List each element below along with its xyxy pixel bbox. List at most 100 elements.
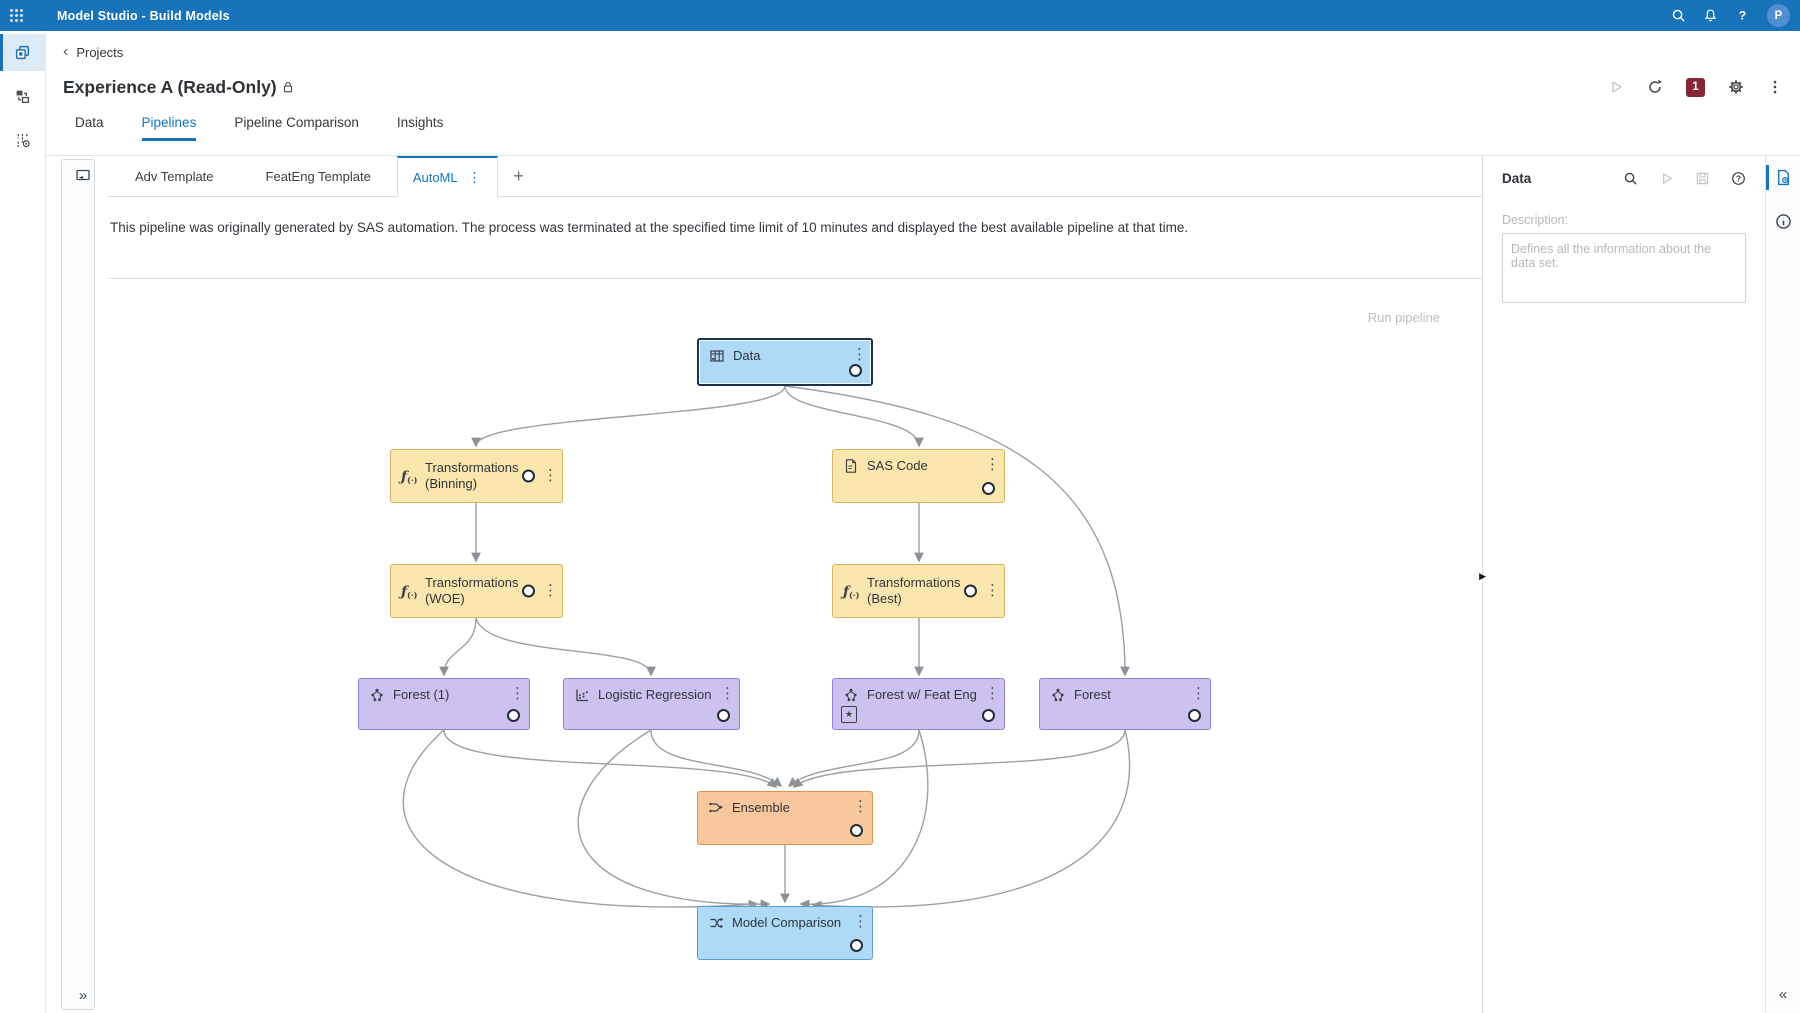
gear-icon[interactable] [1728, 79, 1744, 95]
node-data[interactable]: Data ⋮ [697, 338, 873, 386]
description-input[interactable] [1502, 233, 1746, 303]
node-label: Transformations(WOE) [425, 575, 519, 606]
node-label: Logistic Regression [598, 687, 712, 703]
node-forest-1[interactable]: Forest (1)⋮ [358, 678, 530, 730]
node-trans-binning[interactable]: ƒ(·)Transformations(Binning)⋮ [390, 449, 563, 503]
table-icon [709, 348, 725, 364]
node-trans-best[interactable]: ƒ(·) Transformations(Best) ⋮ [832, 564, 1005, 618]
node-forest-feat-eng[interactable]: Forest w/ Feat Eng⋮★ [832, 678, 1005, 730]
kebab-icon[interactable] [1767, 79, 1783, 95]
node-menu-icon[interactable]: ⋮ [543, 581, 558, 599]
pipeline-tab-label: AutoML [412, 169, 458, 185]
node-label: Transformations(Binning) [425, 460, 519, 491]
node-sas-code[interactable]: SAS Code⋮ [832, 449, 1005, 503]
node-menu-icon[interactable]: ⋮ [853, 913, 868, 930]
pipeline-tab-automl[interactable]: AutoML ⋮ [396, 156, 498, 197]
node-menu-icon[interactable]: ⋮ [720, 685, 735, 702]
node-menu-icon[interactable]: ⋮ [985, 581, 1000, 599]
tab-insights[interactable]: Insights [396, 115, 444, 130]
pipeline-tab-adv-template[interactable]: Adv Template [109, 156, 240, 196]
help-circle-icon[interactable]: ? [1731, 171, 1746, 186]
ensemble-icon [708, 800, 724, 816]
overview-toggle-icon[interactable] [75, 167, 91, 183]
tab-pipelines[interactable]: Pipelines [141, 115, 197, 141]
rail-node-properties[interactable] [1765, 165, 1792, 190]
edge-data-to-forest [784, 385, 1130, 677]
node-status-port [849, 364, 862, 377]
function-icon: ƒ(·) [843, 584, 860, 600]
save-icon[interactable] [1695, 171, 1710, 186]
collapsed-options-panel [61, 159, 95, 1010]
edge-forest-1-to-ensemble [443, 729, 778, 788]
node-model-comparison[interactable]: Model Comparison ⋮ [697, 906, 873, 960]
compare-icon [708, 915, 724, 931]
node-menu-icon[interactable]: ⋮ [853, 798, 868, 815]
manage-icon [14, 132, 31, 149]
pipeline-tab-feateng-template[interactable]: FeatEng Template [240, 156, 397, 196]
node-trans-woe[interactable]: ƒ(·)Transformations(WOE)⋮ [390, 564, 563, 618]
app-switcher-icon[interactable] [9, 8, 24, 23]
play-icon[interactable] [1659, 171, 1674, 186]
node-menu-icon[interactable]: ⋮ [985, 685, 1000, 702]
node-menu-icon[interactable]: ⋮ [852, 346, 867, 363]
refresh-icon[interactable] [1647, 79, 1663, 95]
nav-build-models[interactable] [0, 34, 45, 71]
node-layer: Data⋮ƒ(·)Transformations(Binning)⋮SAS Co… [57, 156, 1482, 1013]
play-icon[interactable] [1608, 79, 1624, 95]
breadcrumb: ‹ Projects [46, 31, 1800, 65]
back-chevron-icon[interactable]: ‹ [63, 43, 69, 60]
node-menu-icon[interactable]: ⋮ [543, 466, 558, 484]
node-label: Data [733, 348, 761, 364]
properties-panel: Data ? Description: [1482, 156, 1765, 1013]
edge-forest-to-model-comparison [811, 729, 1131, 911]
breadcrumb-projects-link[interactable]: Projects [76, 44, 124, 60]
node-menu-icon[interactable]: ⋮ [985, 456, 1000, 473]
exchange-icon [14, 88, 31, 105]
lock-icon [281, 80, 295, 94]
tab-data[interactable]: Data [75, 115, 104, 130]
node-logistic-regression[interactable]: Logistic Regression ⋮ [563, 678, 740, 730]
add-pipeline-button[interactable]: + [513, 165, 524, 186]
edge-forest-1-to-model-comparison [402, 729, 759, 910]
notifications-bell-icon[interactable] [1703, 8, 1718, 23]
pipeline-tabs: Adv Template FeatEng Template AutoML ⋮ + [109, 156, 1482, 197]
node-status-port [717, 709, 730, 722]
search-icon[interactable] [1623, 171, 1638, 186]
node-status-port [982, 482, 995, 495]
search-icon[interactable] [1671, 8, 1686, 23]
node-status-port [982, 709, 995, 722]
node-menu-icon[interactable]: ⋮ [510, 685, 525, 702]
node-label: Ensemble [732, 800, 790, 816]
avatar[interactable]: P [1767, 4, 1790, 27]
pipeline-tab-label: FeatEng Template [265, 168, 371, 184]
nav-manage-settings[interactable] [0, 122, 45, 159]
collapse-panel-icon[interactable]: « [1778, 986, 1788, 1003]
panel-expander-icon[interactable]: ▶ [1479, 571, 1486, 581]
properties-panel-title: Data [1502, 171, 1532, 186]
left-nav [0, 31, 46, 1013]
expand-panel-icon[interactable]: » [78, 987, 88, 1004]
pipeline-note: This pipeline was originally generated b… [109, 197, 1482, 279]
pipeline-options-strip: » [57, 156, 109, 1013]
run-pipeline-button[interactable]: Run pipeline [1367, 310, 1440, 325]
pipeline-canvas[interactable]: Run pipeline [109, 279, 1482, 1013]
node-ensemble[interactable]: Ensemble ⋮ [697, 791, 873, 845]
node-forest[interactable]: Forest⋮ [1039, 678, 1211, 730]
main-tabs: Data Pipelines Pipeline Comparison Insights [46, 109, 1800, 155]
node-label: Model Comparison [732, 915, 842, 931]
edge-forest-feat-eng-to-model-comparison [799, 729, 929, 910]
pipeline-tab-label: Adv Template [135, 168, 214, 184]
node-label: Transformations(Best) [867, 575, 961, 606]
nav-exchange[interactable] [0, 78, 45, 115]
rail-information[interactable] [1775, 213, 1792, 230]
pipeline-tab-menu-icon[interactable]: ⋮ [467, 168, 482, 185]
edge-forest-feat-eng-to-ensemble [787, 729, 920, 787]
project-actions: 1 [1608, 77, 1800, 97]
notifications-badge[interactable]: 1 [1686, 77, 1705, 97]
help-icon[interactable]: ? [1735, 8, 1750, 23]
champion-star-badge: ★ [841, 706, 857, 723]
node-menu-icon[interactable]: ⋮ [1191, 685, 1206, 702]
title-row: Experience A (Read-Only) 1 [46, 65, 1800, 109]
tab-pipeline-comparison[interactable]: Pipeline Comparison [234, 115, 359, 130]
node-status-port [507, 709, 520, 722]
